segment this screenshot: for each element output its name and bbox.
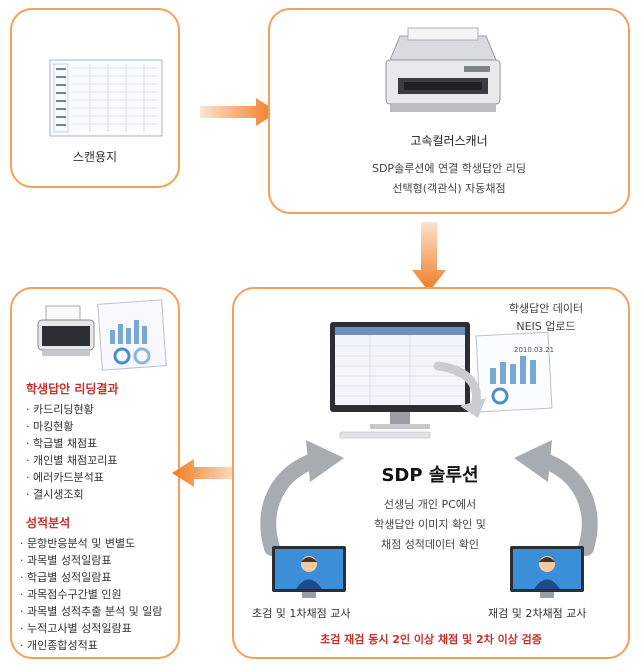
list-item: 학급별 채점표: [26, 435, 117, 452]
list-item: 문항반응분석 및 변별도: [20, 535, 162, 552]
sdp-title: SDP 솔루션: [381, 465, 479, 486]
list-item: 개인별 채점꼬리표: [26, 452, 117, 469]
report-sheet-image: [97, 299, 167, 371]
sdp-desc-line2: 학생답안 이미지 확인 및: [374, 518, 486, 531]
teacher-right-label: 재검 및 2차채점 교사: [488, 607, 587, 620]
cycle-arrow-left-icon: [260, 440, 344, 556]
reading-results-title: 학생답안 리딩결과: [26, 382, 119, 396]
sdp-desc-line3: 채점 성적데이터 확인: [380, 538, 480, 551]
sdp-desc-line1: 선생님 개인 PC에서: [383, 498, 477, 511]
scanner-title: 고속컬러스캐너: [410, 134, 488, 148]
list-item: 과목별 성적추출 분석 및 일람: [20, 603, 162, 620]
list-item: 개인종합성적표: [20, 637, 162, 654]
neis-report-image: [475, 331, 553, 413]
verification-note: 초검 재검 동시 2인 이상 채점 및 2차 이상 검증: [320, 633, 542, 646]
upload-line1: 학생답안 데이터: [508, 302, 584, 315]
grade-analysis-list: 문항반응분석 및 변별도 과목별 성적일람표 학급별 성적일람표 과목점수구간별…: [20, 535, 162, 654]
arrow-down-icon: [412, 222, 446, 292]
list-item: 과목별 성적일람표: [20, 552, 162, 569]
arrow-left-icon: [172, 459, 238, 487]
scanner-desc-line1: SDP솔루션에 연결 학생답안 리딩: [371, 162, 526, 175]
teacher-right-icon: [510, 546, 584, 598]
list-item: 누적고사별 성적일람표: [20, 620, 162, 637]
printer-image: [37, 305, 95, 356]
list-item: 학급별 성적일람표: [20, 569, 162, 586]
list-item: 카드리딩현황: [26, 401, 117, 418]
scan-sheet-label: 스캔용지: [72, 150, 118, 164]
arrow-right-icon: [200, 98, 278, 126]
teacher-left-icon: [272, 546, 346, 598]
list-item: 마킹현황: [26, 418, 117, 435]
scan-sheet-image: [49, 59, 163, 137]
grade-analysis-title: 성적분석: [26, 516, 71, 530]
curved-arrow-icon: [433, 361, 486, 418]
teacher-left-label: 초검 및 1차채점 교사: [252, 607, 351, 620]
scanner-desc-line2: 선택형(객관식) 자동채점: [392, 182, 506, 195]
upload-line2: NEIS 업로드: [516, 320, 576, 333]
list-item: 과목점수구간별 인원: [20, 586, 162, 603]
list-item: 결시생조회: [26, 486, 117, 503]
scanner-image: [385, 27, 501, 112]
report-date: 2010.03.21: [514, 346, 555, 354]
list-item: 에러카드분석표: [26, 469, 117, 486]
reading-results-list: 카드리딩현황 마킹현황 학급별 채점표 개인별 채점꼬리표 에러카드분석표 결시…: [26, 401, 117, 503]
cycle-arrow-right-icon: [514, 440, 598, 556]
